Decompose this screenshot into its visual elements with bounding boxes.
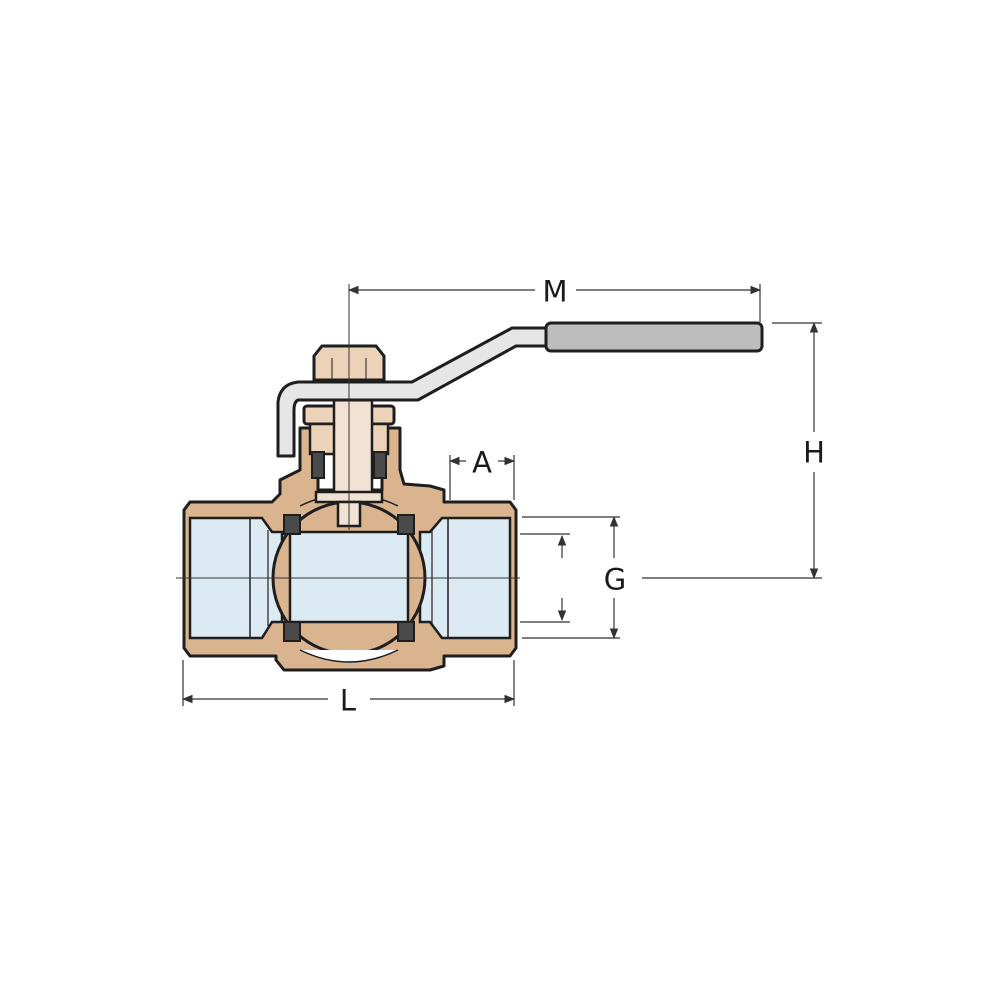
dimension-label-l: L — [336, 686, 360, 716]
seats — [283, 514, 415, 642]
dimension-label-g: G — [600, 565, 630, 595]
dimension-label-h: H — [800, 438, 828, 468]
handle — [276, 321, 764, 458]
centerlines — [176, 284, 520, 579]
dimension-label-a: A — [469, 448, 495, 478]
dimension-lines — [181, 284, 822, 706]
dimension-label-m: M — [539, 277, 571, 307]
